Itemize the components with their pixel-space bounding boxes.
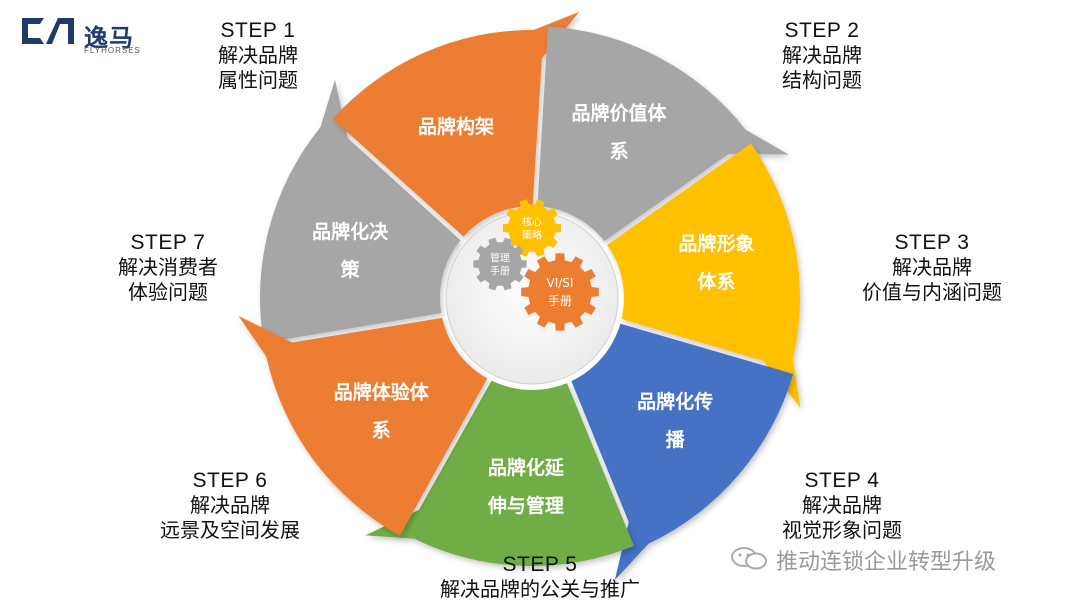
segment-label-spread: 播 — [666, 429, 686, 451]
step-number: STEP 1 — [220, 19, 296, 42]
gear-label-core: 策略 — [522, 229, 542, 242]
segment-decision — [260, 79, 461, 343]
segment-label-experience: 系 — [372, 419, 391, 441]
step-5-caption: STEP 5 解决品牌的公关与推广 — [410, 552, 670, 602]
step-line: 视觉形象问题 — [782, 518, 902, 542]
step-line: 属性问题 — [218, 68, 298, 92]
gear-label-core: 核心 — [522, 216, 542, 229]
step-line: 价值与内涵问题 — [862, 280, 1002, 304]
step-line: 解决品牌 — [190, 493, 270, 517]
step-3-caption: STEP 3 解决品牌 价值与内涵问题 — [832, 230, 1032, 305]
segment-value — [537, 26, 789, 242]
logo-brand-en: FLYHORSES — [84, 46, 141, 55]
step-number: STEP 3 — [894, 231, 970, 254]
step-number: STEP 7 — [130, 231, 206, 254]
segment-label-value: 系 — [610, 140, 629, 162]
gear-label-manual: 管理 — [490, 252, 510, 265]
watermark-text: 推动连锁企业转型升级 — [732, 544, 996, 576]
segment-label-extension: 品牌化延 — [488, 456, 565, 479]
step-line: 解决品牌 — [892, 255, 972, 279]
segment-image — [607, 143, 801, 408]
segment-extension — [365, 380, 634, 566]
segment-label-value: 品牌价值体 — [572, 101, 668, 124]
gear-label-manual: 手册 — [490, 265, 510, 278]
segment-label-image: 品牌形象 — [679, 232, 755, 255]
segment-structure — [332, 11, 580, 237]
step-line: 解决品牌的公关与推广 — [440, 577, 640, 601]
logo-brand-cn: 逸马 — [84, 24, 134, 52]
step-2-caption: STEP 2 解决品牌 结构问题 — [752, 18, 892, 93]
step-number: STEP 4 — [804, 469, 880, 492]
segment-label-decision: 策 — [341, 258, 361, 281]
gear-vi-icon: VI/SI 手册 — [521, 253, 599, 331]
step-line: 解决品牌 — [802, 493, 882, 517]
step-line: 解决品牌 — [782, 43, 862, 67]
segment-label-decision: 品牌化决 — [312, 220, 389, 243]
step-4-caption: STEP 4 解决品牌 视觉形象问题 — [752, 468, 932, 543]
segment-spread — [571, 323, 794, 581]
segment-experience — [238, 315, 488, 536]
gear-label-vi: 手册 — [548, 294, 572, 308]
gear-label-vi: VI/SI — [547, 276, 574, 290]
step-line: 解决消费者 — [118, 255, 218, 279]
segment-label-spread: 品牌化传 — [637, 390, 713, 413]
step-1-caption: STEP 1 解决品牌 属性问题 — [188, 18, 328, 93]
brand-logo: 逸马 FLYHORSES — [18, 12, 178, 55]
step-6-caption: STEP 6 解决品牌 远景及空间发展 — [130, 468, 330, 543]
segment-label-structure: 品牌构架 — [418, 115, 494, 138]
watermark-label: 推动连锁企业转型升级 — [776, 550, 997, 575]
step-line: 结构问题 — [782, 68, 862, 92]
step-number: STEP 2 — [784, 19, 860, 42]
step-line: 体验问题 — [128, 280, 208, 304]
wechat-icon — [731, 547, 767, 570]
segment-label-extension: 伸与管理 — [487, 494, 564, 517]
step-line: 远景及空间发展 — [160, 518, 300, 542]
step-number: STEP 5 — [502, 553, 578, 576]
logo-mark-icon — [22, 18, 74, 44]
step-number: STEP 6 — [192, 469, 268, 492]
segment-label-experience: 品牌体验体 — [334, 380, 430, 403]
step-line: 解决品牌 — [218, 43, 298, 67]
segment-label-image: 体系 — [698, 270, 736, 293]
step-7-caption: STEP 7 解决消费者 体验问题 — [88, 230, 248, 305]
